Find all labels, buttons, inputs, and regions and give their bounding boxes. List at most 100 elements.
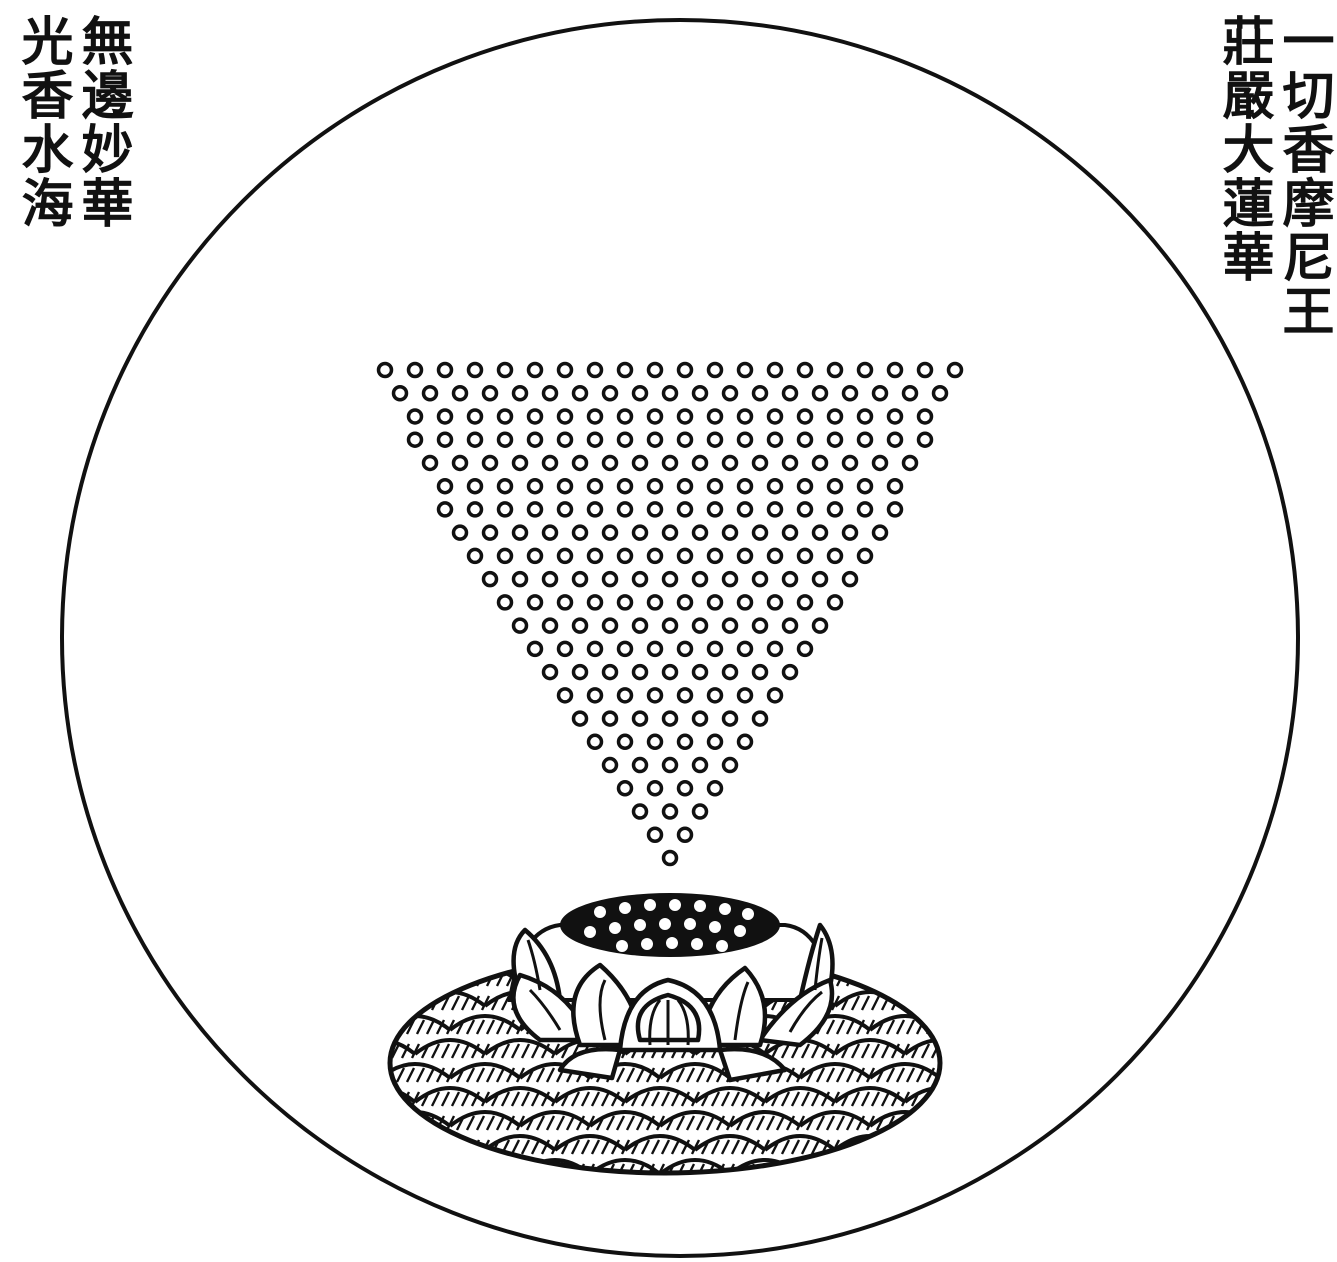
wave-hatch-stroke <box>952 1140 959 1154</box>
dot-ring <box>439 433 452 446</box>
dot-ring <box>709 410 722 423</box>
seed-hole <box>584 926 596 938</box>
dot-ring <box>574 619 587 632</box>
dot-ring <box>499 596 512 609</box>
dot-ring <box>724 573 737 586</box>
dot-ring <box>634 387 647 400</box>
dot-ring <box>709 503 722 516</box>
dot-ring <box>784 619 797 632</box>
dot-ring <box>454 387 467 400</box>
dot-ring <box>529 549 542 562</box>
wave-hatch-stroke <box>867 972 874 986</box>
dot-ring <box>859 364 872 377</box>
dot-ring <box>829 480 842 493</box>
wave-hatch-stroke <box>382 1140 389 1154</box>
wave-hatch-stroke <box>342 1140 349 1154</box>
dot-ring <box>469 503 482 516</box>
dot-ring <box>724 666 737 679</box>
wave-hatch-stroke <box>882 1140 889 1154</box>
dot-ring <box>469 410 482 423</box>
wave-hatch-stroke <box>467 1164 474 1178</box>
wave-hatch-stroke <box>362 1092 369 1106</box>
dot-ring <box>739 549 752 562</box>
wave-hatch-stroke <box>867 1164 874 1178</box>
dot-ring <box>709 433 722 446</box>
dot-ring <box>664 573 677 586</box>
dot-ring <box>484 573 497 586</box>
dot-ring <box>619 433 632 446</box>
wave-hatch-stroke <box>362 996 369 1010</box>
wave-hatch-stroke <box>912 1140 919 1154</box>
wave-hatch-stroke <box>952 1044 959 1058</box>
wave-hatch-stroke <box>382 1092 389 1106</box>
wave-hatch-stroke <box>412 996 419 1010</box>
dot-ring <box>904 387 917 400</box>
dot-ring <box>709 689 722 702</box>
dot-ring <box>619 642 632 655</box>
wave-hatch-stroke <box>937 1116 944 1130</box>
dot-ring <box>589 410 602 423</box>
dot-ring <box>634 526 647 539</box>
dot-ring <box>859 503 872 516</box>
dot-ring <box>754 456 767 469</box>
dot-ring <box>559 364 572 377</box>
wave-hatch-stroke <box>937 1164 944 1178</box>
dot-ring <box>694 712 707 725</box>
wave-hatch-stroke <box>547 1164 554 1178</box>
dot-ring <box>574 387 587 400</box>
dot-ring <box>484 526 497 539</box>
wave-hatch-stroke <box>407 1116 414 1130</box>
wave-hatch-stroke <box>372 1092 379 1106</box>
dot-ring <box>754 666 767 679</box>
wave-hatch-stroke <box>887 972 894 986</box>
dot-ring <box>649 596 662 609</box>
dot-ring <box>769 410 782 423</box>
dot-ring <box>859 410 872 423</box>
wave-hatch-stroke <box>342 1044 349 1058</box>
dot-ring <box>709 480 722 493</box>
dot-ring <box>664 666 677 679</box>
dot-ring <box>724 759 737 772</box>
wave-hatch-stroke <box>387 1116 394 1130</box>
dot-ring <box>679 689 692 702</box>
wave-hatch-stroke <box>372 996 379 1010</box>
dot-ring <box>529 410 542 423</box>
dot-ring <box>439 480 452 493</box>
dot-ring <box>544 573 557 586</box>
seed-hole <box>734 925 746 937</box>
wave-hatch-stroke <box>932 996 939 1010</box>
dot-ring <box>739 689 752 702</box>
dot-ring <box>844 387 857 400</box>
dot-ring <box>559 642 572 655</box>
dot-ring <box>529 433 542 446</box>
dot-ring <box>799 596 812 609</box>
dot-ring <box>619 549 632 562</box>
dot-ring <box>754 712 767 725</box>
wave-hatch-stroke <box>912 996 919 1010</box>
dot-ring <box>529 503 542 516</box>
dot-ring <box>829 433 842 446</box>
wave-hatch-stroke <box>352 1044 359 1058</box>
dot-ring <box>679 642 692 655</box>
dot-ring <box>874 456 887 469</box>
wave-hatch-stroke <box>947 1020 954 1034</box>
dot-ring <box>799 433 812 446</box>
wave-hatch-stroke <box>937 1020 944 1034</box>
wave-hatch-stroke <box>407 1164 414 1178</box>
dot-ring <box>859 433 872 446</box>
dot-ring <box>589 642 602 655</box>
dot-ring <box>574 456 587 469</box>
wave-hatch-stroke <box>497 1164 504 1178</box>
dot-ring <box>694 456 707 469</box>
wave-hatch-stroke <box>397 1116 404 1130</box>
wave-hatch-stroke <box>937 972 944 986</box>
dot-ring <box>454 456 467 469</box>
dot-ring <box>844 456 857 469</box>
wave-hatch-stroke <box>437 972 444 986</box>
dot-ring <box>604 526 617 539</box>
seed-hole <box>594 906 606 918</box>
dot-ring <box>589 549 602 562</box>
wave-hatch-stroke <box>392 1140 399 1154</box>
seed-hole <box>666 937 678 949</box>
wave-hatch-stroke <box>457 1164 464 1178</box>
